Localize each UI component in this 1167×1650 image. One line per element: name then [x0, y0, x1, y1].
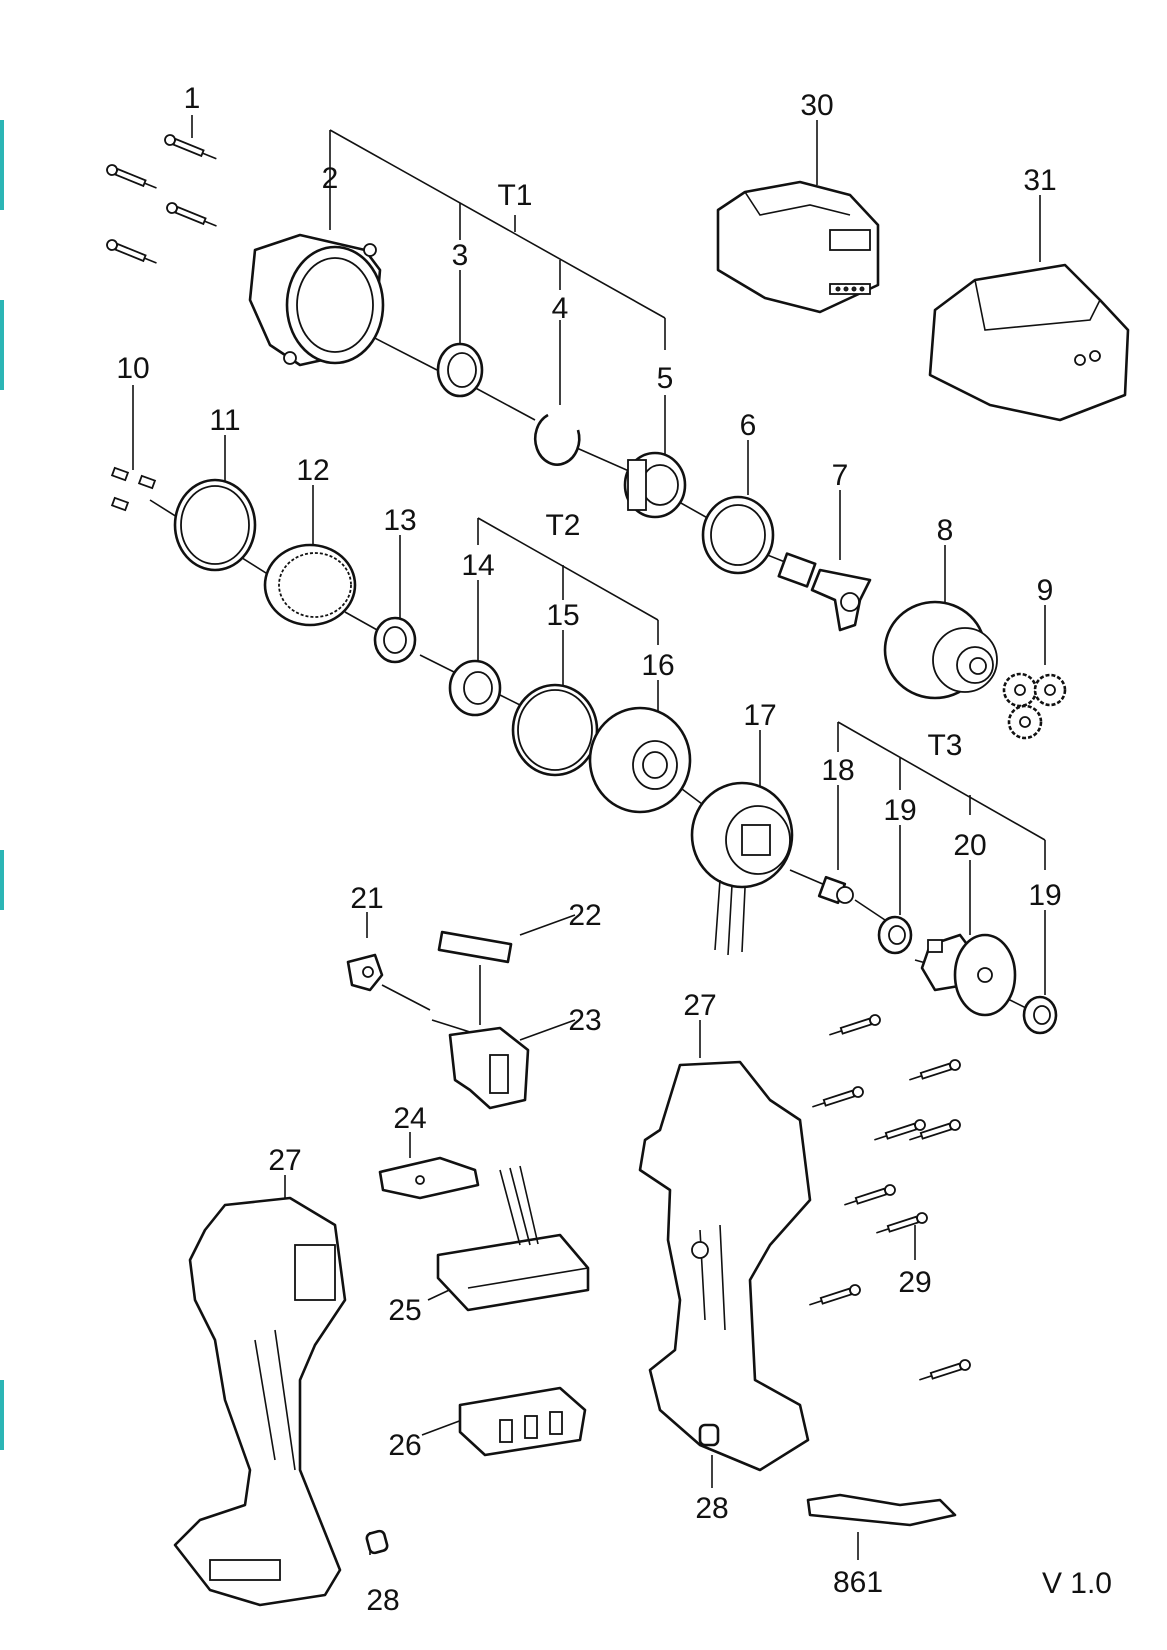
edge-marker-upper: [0, 300, 4, 390]
label-part-12: 12: [296, 454, 329, 487]
gear-housing-part-2: [248, 233, 385, 367]
control-board-part-25: [436, 1165, 590, 1312]
motor-plate-part-16: [588, 706, 692, 814]
bearing-part-19b: [1022, 995, 1058, 1035]
label-part-27-right: 27: [683, 989, 716, 1022]
seal-part-3: [436, 342, 484, 398]
housing-left-part-27: [173, 1196, 347, 1607]
bearing-part-5: [623, 451, 687, 519]
bearing-part-14: [448, 659, 502, 717]
battery-indicator-part-24: [378, 1156, 480, 1200]
edge-marker-lower: [0, 1380, 4, 1450]
screw-parts-1: [106, 134, 217, 264]
edge-marker-top: [0, 120, 4, 210]
belt-hook-part-861: [806, 1493, 957, 1527]
ring-part-11: [173, 478, 257, 572]
bearing-part-19a: [877, 915, 913, 955]
washer-part-13: [373, 616, 417, 664]
label-part-17: 17: [743, 699, 776, 732]
sensor-part-18: [817, 875, 854, 905]
label-part-29: 29: [898, 1266, 931, 1299]
label-part-11: 11: [209, 404, 240, 437]
label-part-7: 7: [832, 459, 849, 492]
switch-lever-part-21: [346, 953, 384, 992]
version-label: V 1.0: [1042, 1567, 1112, 1600]
label-part-27-left: 27: [268, 1144, 301, 1177]
label-part-22: 22: [568, 899, 601, 932]
label-part-3: 3: [452, 239, 469, 272]
label-part-5: 5: [657, 362, 674, 395]
label-part-26: 26: [388, 1429, 421, 1462]
label-part-8: 8: [937, 514, 954, 547]
label-group-t1: T1: [497, 179, 532, 212]
cap-part-28b: [365, 1529, 389, 1555]
part-labels: 1 2 3 4 5 6 7 8 9 10 11 12 13 14 15 16 1…: [116, 82, 1112, 1617]
rotor-part-20: [920, 933, 1017, 1017]
led-cover-part-22: [437, 930, 513, 964]
label-part-28-left: 28: [366, 1584, 399, 1617]
label-part-10: 10: [116, 352, 149, 385]
internal-gear-part-12: [263, 543, 357, 627]
label-part-23: 23: [568, 1004, 601, 1037]
circlip-part-4: [533, 413, 581, 466]
label-part-31: 31: [1023, 164, 1056, 197]
label-part-25: 25: [388, 1294, 421, 1327]
label-part-13: 13: [383, 504, 416, 537]
label-part-20: 20: [953, 829, 986, 862]
label-part-19a: 19: [883, 794, 916, 827]
edge-marker-middle: [0, 850, 4, 910]
label-part-6: 6: [740, 409, 757, 442]
label-part-30: 30: [800, 89, 833, 122]
label-part-21: 21: [350, 882, 383, 915]
label-part-1: 1: [184, 82, 201, 115]
label-part-4: 4: [552, 292, 569, 325]
planet-gears-part-9: [1002, 672, 1067, 740]
screw-parts-29: [809, 1014, 971, 1381]
battery-part-30: [716, 180, 880, 314]
label-group-t2: T2: [545, 509, 580, 542]
label-part-861: 861: [833, 1566, 883, 1599]
o-ring-part-6: [701, 495, 775, 575]
label-part-28-right: 28: [695, 1492, 728, 1525]
stator-part-17: [690, 781, 794, 956]
anvil-part-7: [777, 552, 872, 632]
label-part-15: 15: [546, 599, 579, 632]
label-part-18: 18: [821, 754, 854, 787]
terminal-block-part-26: [458, 1386, 587, 1457]
label-part-2: 2: [322, 162, 339, 195]
housing-right-part-27: [638, 1060, 812, 1472]
pins-part-10: [110, 466, 157, 512]
label-part-14: 14: [461, 549, 494, 582]
o-ring-part-15: [511, 683, 599, 777]
label-part-9: 9: [1037, 574, 1054, 607]
label-group-t3: T3: [927, 729, 962, 762]
cap-part-28a: [698, 1423, 720, 1447]
label-part-16: 16: [641, 649, 674, 682]
switch-part-23: [431, 1019, 530, 1110]
label-part-24: 24: [393, 1102, 426, 1135]
hammer-part-8: [883, 600, 998, 700]
label-part-19b: 19: [1028, 879, 1061, 912]
charger-part-31: [928, 263, 1130, 422]
